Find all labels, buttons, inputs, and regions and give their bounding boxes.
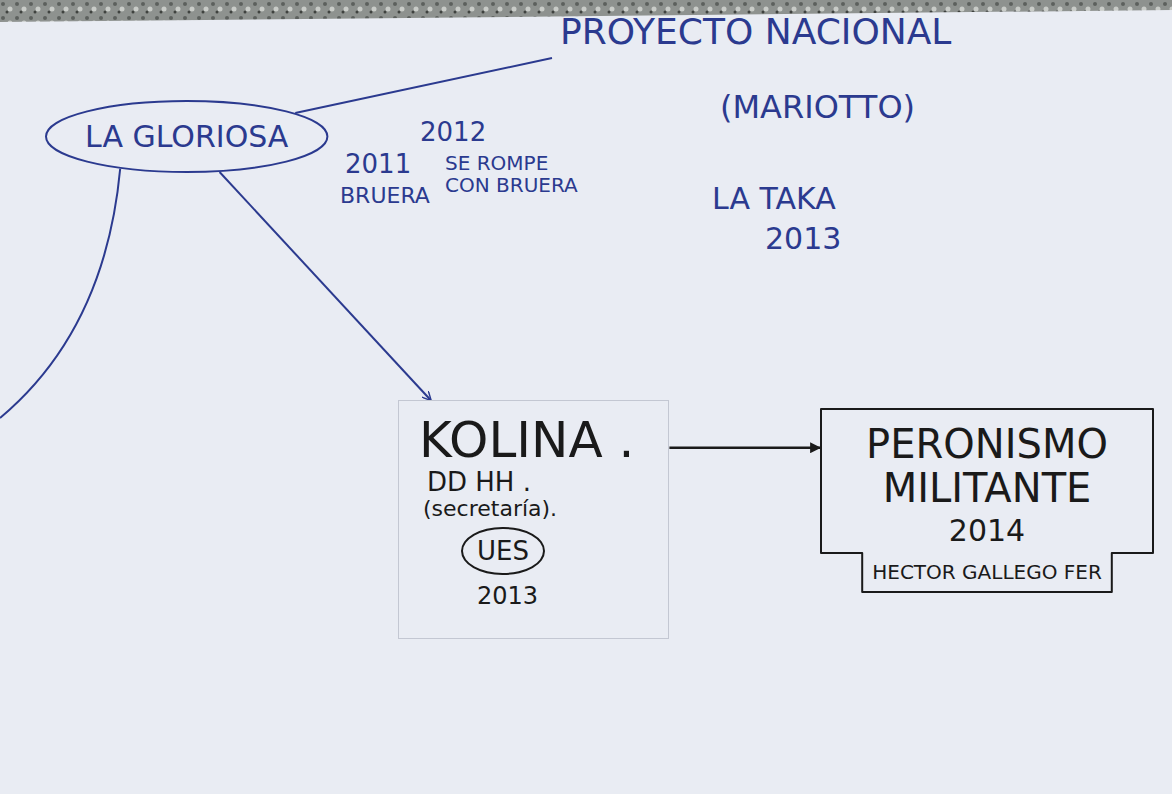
node-text: HECTOR GALLEGO FER — [872, 561, 1102, 583]
oval-outline-shape — [46, 101, 327, 172]
node-title: UES — [477, 537, 529, 566]
handwritten-note: (MARIOTTO) — [720, 90, 915, 125]
handwritten-note: SE ROMPE CON BRUERA — [445, 152, 585, 196]
arrow-connector — [220, 172, 431, 400]
handwritten-note: LA TAKA — [712, 182, 836, 215]
node-title: PERONISMO MILITANTE — [842, 422, 1132, 510]
ink-curve — [0, 169, 120, 418]
oval-node: LA GLORIOSA — [45, 100, 328, 173]
node-text: 2013 — [477, 583, 538, 609]
handwritten-note: 2012 — [420, 118, 486, 147]
arrow-connector — [669, 447, 820, 450]
box-node: KOLINA .DD HH .(secretaría). UES 2013 — [398, 400, 669, 639]
handwritten-note: 2013 — [765, 222, 841, 255]
node-text: 2014 — [949, 514, 1025, 547]
handwritten-note: PROYECTO NACIONAL — [560, 12, 951, 52]
circled-node: UES — [461, 527, 545, 576]
handwritten-note: BRUERA — [340, 184, 430, 208]
leader-line — [295, 58, 552, 113]
node-text: DD HH . — [427, 468, 531, 497]
handwritten-note: 2011 — [345, 150, 411, 179]
node-title: LA GLORIOSA — [85, 120, 288, 153]
box-node: PERONISMO MILITANTE 2014HECTOR GALLEGO FE… — [820, 408, 1154, 593]
node-title: KOLINA . — [419, 413, 634, 468]
tab-outline-shape — [821, 409, 1153, 592]
node-text: (secretaría). — [423, 497, 557, 521]
